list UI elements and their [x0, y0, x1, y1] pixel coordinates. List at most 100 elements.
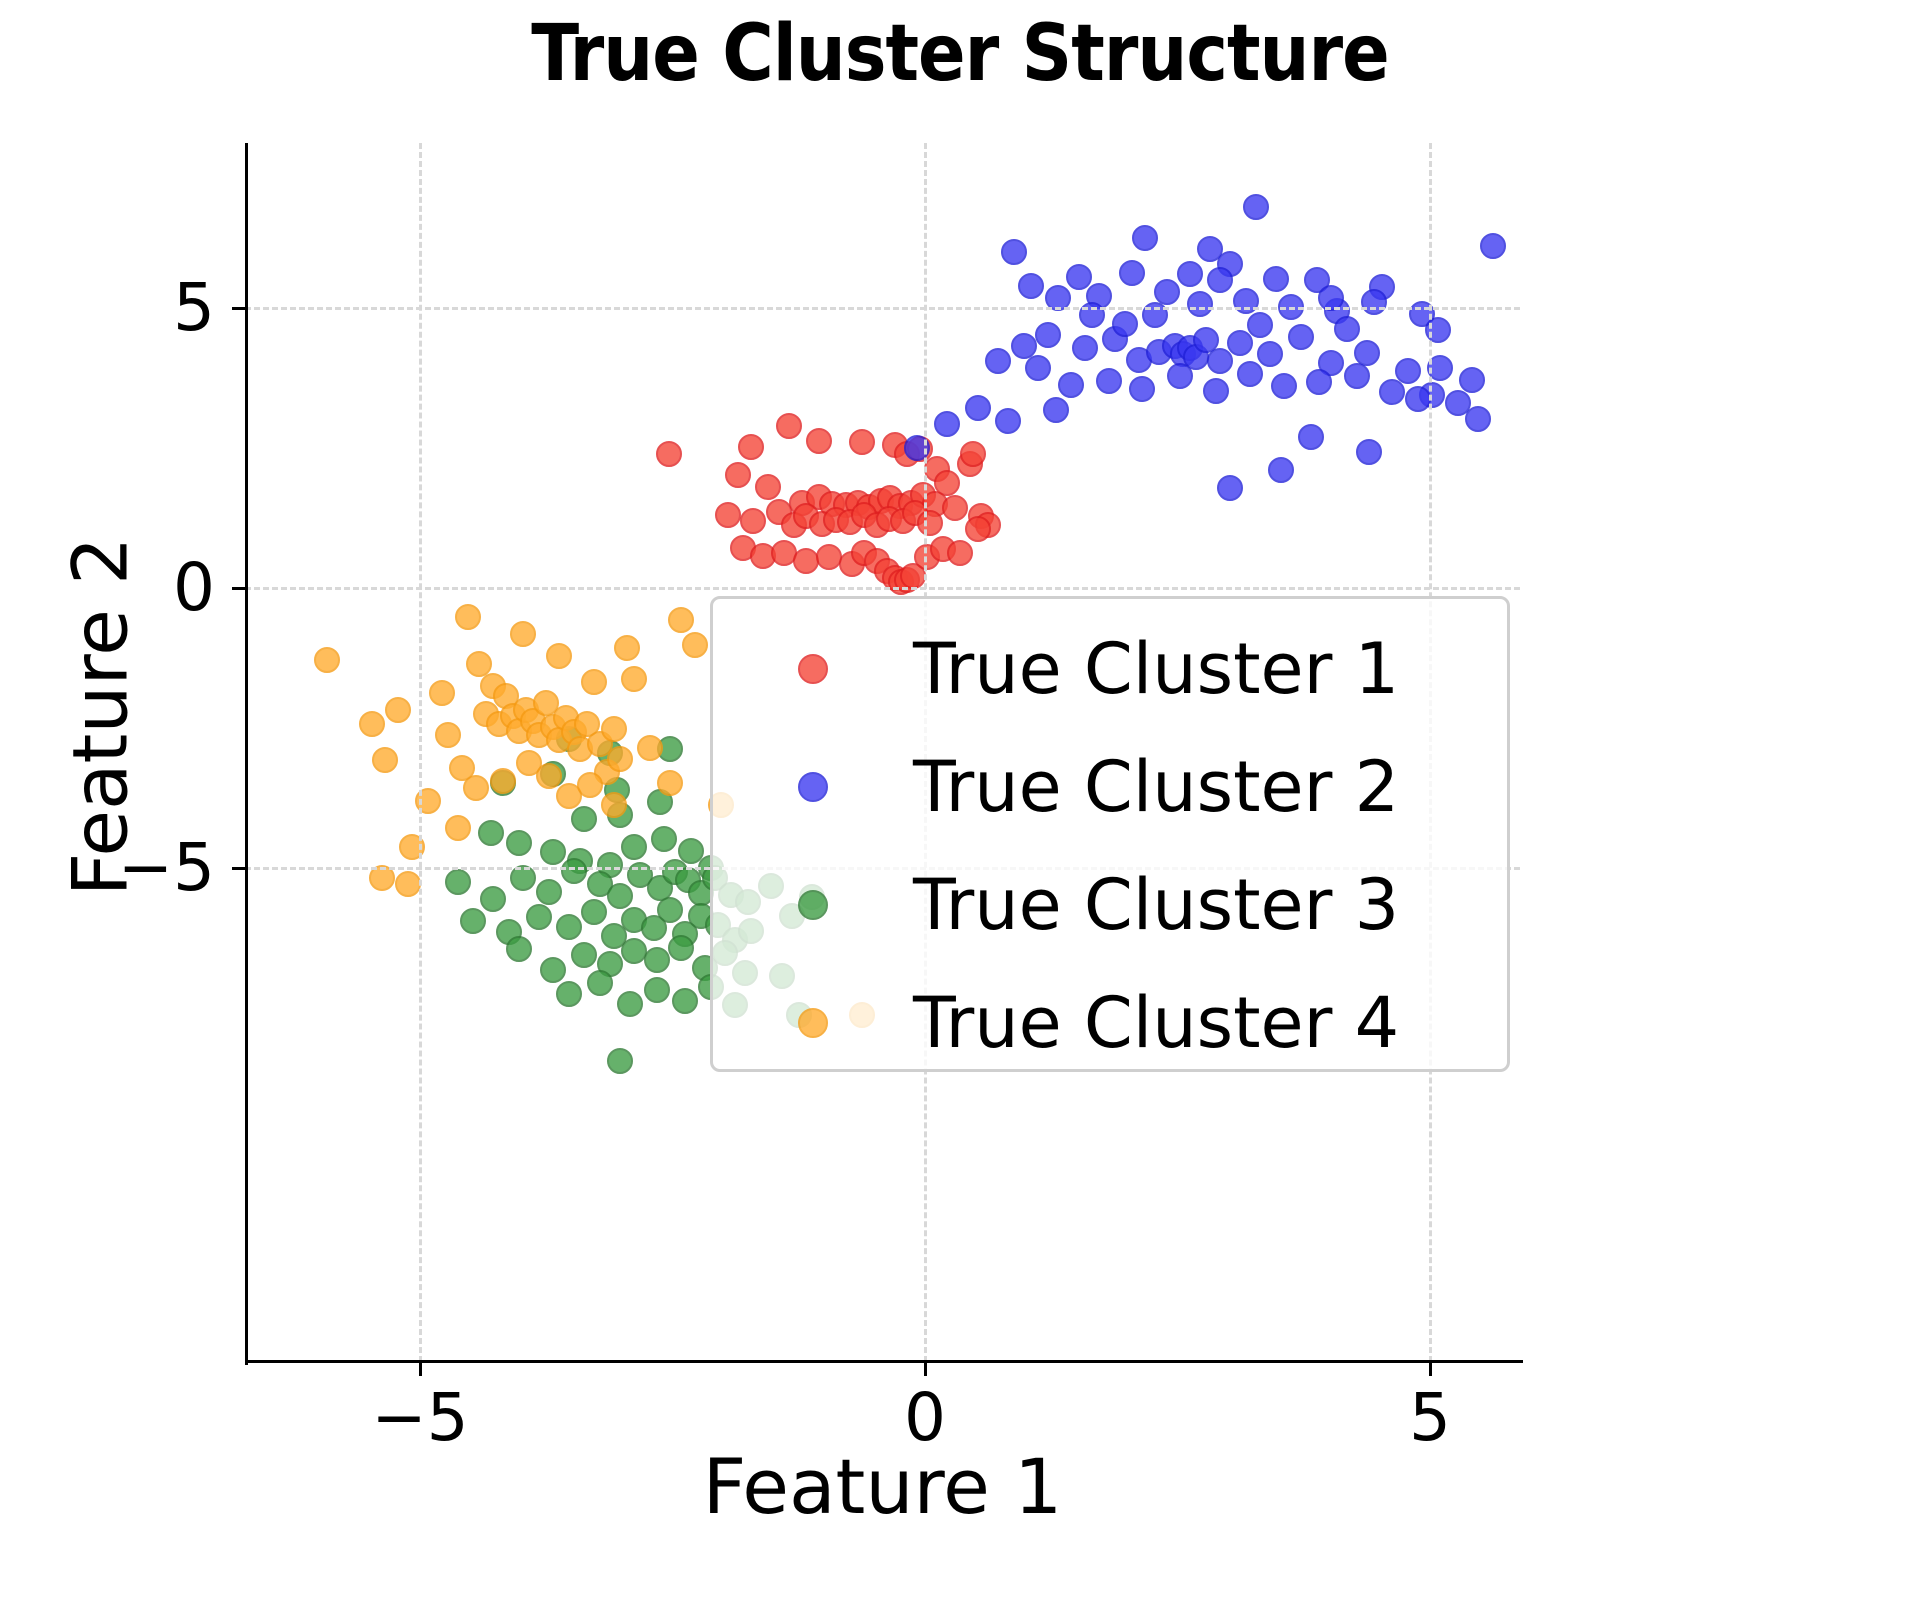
- data-point: [445, 814, 472, 841]
- legend-item-2[interactable]: True Cluster 2: [713, 727, 1513, 846]
- gridline-horizontal: [245, 587, 1520, 590]
- data-point: [1465, 405, 1492, 432]
- data-point: [462, 775, 489, 802]
- data-point: [1058, 372, 1085, 399]
- x-tick-mark: [419, 1362, 422, 1376]
- data-point: [1095, 367, 1122, 394]
- data-point: [606, 1048, 633, 1075]
- data-point: [455, 604, 482, 631]
- legend-marker-cell: [713, 889, 913, 920]
- legend-marker-icon: [798, 653, 828, 684]
- data-point: [934, 469, 961, 496]
- data-point: [570, 941, 597, 968]
- data-point: [556, 981, 583, 1007]
- data-point: [671, 988, 698, 1015]
- data-point: [1270, 373, 1297, 400]
- data-point: [1378, 379, 1405, 405]
- data-point: [1356, 439, 1383, 466]
- y-tick-mark: [232, 867, 246, 870]
- x-tick-mark: [924, 1362, 927, 1376]
- y-tick-label: 0: [173, 549, 215, 626]
- legend-item-4[interactable]: True Cluster 4: [713, 963, 1513, 1082]
- data-point: [1263, 265, 1290, 292]
- data-point: [371, 747, 398, 774]
- data-point: [947, 540, 974, 567]
- y-tick-mark: [232, 587, 246, 590]
- legend-label: True Cluster 1: [913, 627, 1400, 710]
- data-point: [580, 669, 607, 696]
- legend-item-3[interactable]: True Cluster 3: [713, 845, 1513, 964]
- data-point: [816, 544, 843, 571]
- data-point: [580, 898, 607, 925]
- data-point: [429, 680, 456, 707]
- data-point: [1035, 321, 1062, 348]
- data-point: [1065, 264, 1092, 291]
- data-point: [1043, 396, 1070, 423]
- data-point: [942, 495, 969, 522]
- data-point: [1132, 225, 1159, 251]
- data-point: [994, 408, 1021, 435]
- y-axis-label: Feature 2: [55, 536, 145, 897]
- legend-marker-cell: [713, 1007, 913, 1038]
- data-point: [479, 885, 506, 912]
- data-point: [546, 643, 573, 670]
- data-point: [1010, 333, 1037, 360]
- x-tick-mark: [1429, 1362, 1432, 1376]
- legend-marker-icon: [798, 771, 828, 802]
- data-point: [1176, 261, 1203, 288]
- data-point: [792, 548, 819, 575]
- data-point: [657, 769, 684, 796]
- data-point: [1287, 324, 1314, 351]
- y-tick-label: −5: [117, 829, 215, 906]
- data-point: [1237, 361, 1264, 388]
- data-point: [775, 412, 802, 439]
- data-point: [1078, 301, 1105, 328]
- data-point: [1404, 385, 1431, 412]
- data-point: [681, 632, 708, 659]
- data-point: [1206, 348, 1233, 375]
- data-point: [1111, 310, 1138, 337]
- gridline-horizontal: [245, 307, 1520, 310]
- x-tick-label: 5: [1409, 1379, 1451, 1456]
- data-point: [560, 857, 587, 884]
- data-point: [1154, 279, 1181, 306]
- data-point: [526, 904, 553, 931]
- data-point: [1129, 376, 1156, 403]
- data-point: [1445, 390, 1472, 417]
- data-point: [917, 510, 944, 537]
- data-point: [667, 607, 694, 634]
- data-point: [1277, 293, 1304, 320]
- x-axis-label: Feature 1: [702, 1442, 1063, 1531]
- data-point: [459, 908, 486, 935]
- data-point: [656, 440, 683, 467]
- data-point: [1394, 357, 1421, 384]
- data-point: [510, 620, 537, 647]
- data-point: [667, 934, 694, 961]
- data-point: [621, 833, 648, 860]
- data-point: [1206, 267, 1233, 293]
- legend-marker-icon: [798, 1007, 828, 1038]
- data-point: [1000, 239, 1027, 265]
- data-point: [644, 947, 671, 974]
- data-point: [570, 805, 597, 832]
- data-point: [1166, 363, 1193, 390]
- data-point: [600, 792, 627, 819]
- data-point: [1334, 316, 1361, 343]
- plot-area: [245, 143, 1520, 1362]
- data-point: [586, 969, 613, 996]
- data-point: [621, 665, 648, 692]
- data-point: [1071, 335, 1098, 362]
- data-point: [358, 710, 385, 737]
- data-point: [394, 870, 421, 897]
- data-point: [536, 762, 563, 789]
- data-point: [1257, 340, 1284, 367]
- data-point: [849, 429, 876, 456]
- data-point: [651, 825, 678, 852]
- data-point: [984, 348, 1011, 375]
- x-axis-spine: [245, 1360, 1523, 1363]
- legend-item-1[interactable]: True Cluster 1: [713, 609, 1513, 728]
- data-point: [449, 755, 476, 782]
- data-point: [1459, 366, 1486, 393]
